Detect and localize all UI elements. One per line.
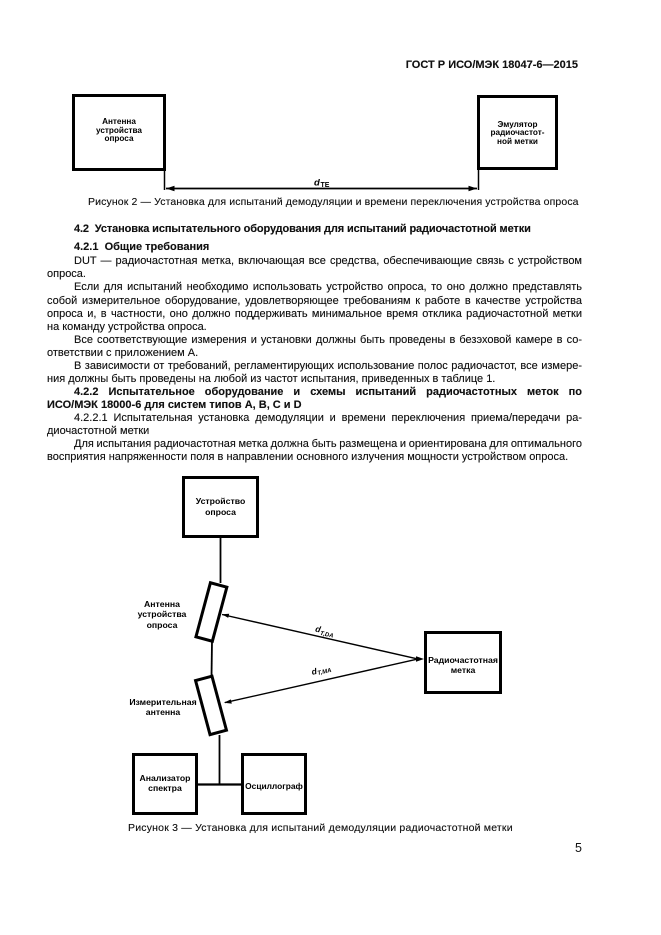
svg-text:d: d bbox=[311, 666, 319, 677]
svg-text:TE: TE bbox=[321, 182, 330, 189]
svg-text:T,MA: T,MA bbox=[317, 668, 332, 677]
svg-text:T,DA: T,DA bbox=[319, 631, 334, 640]
svg-text:d: d bbox=[314, 178, 320, 189]
svg-text:d: d bbox=[314, 624, 322, 635]
